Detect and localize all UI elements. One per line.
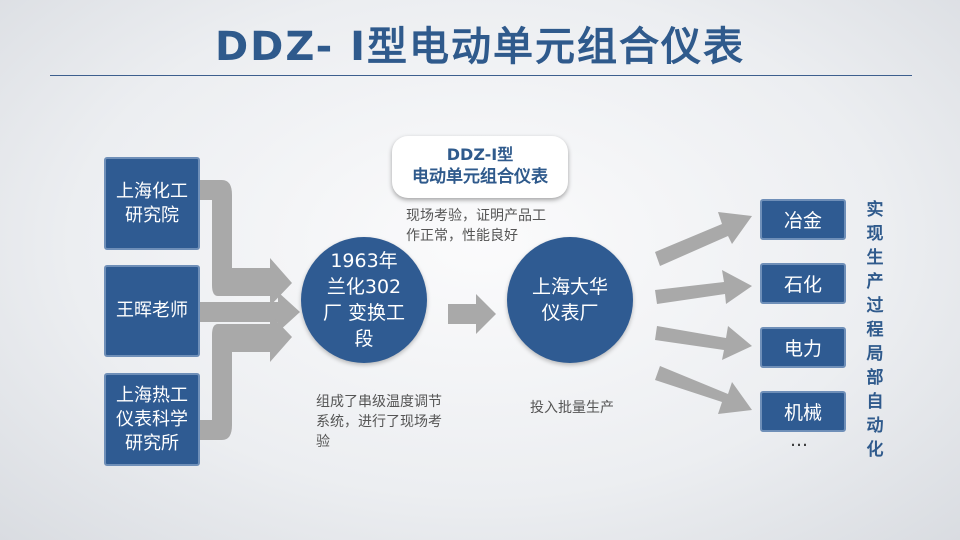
dahua-factory-circle: 上海大华 仪表厂 [507,237,633,363]
page-title: DDZ- Ⅰ型电动单元组合仪表 [214,24,746,70]
circle1-note: 组成了串级温度调节系统，进行了现场考验 [316,394,442,450]
callout-box: DDZ-Ⅰ型 电动单元组合仪表 [392,136,568,198]
arrow-icon [655,366,752,414]
industry-box: 机械 [760,391,846,432]
source-box: 王晖老师 [104,265,200,357]
arrow-icon [200,314,292,440]
callout-line1: DDZ-Ⅰ型 [446,145,514,164]
callout-line2: 电动单元组合仪表 [412,167,548,187]
lanhua-plant-circle: 1963年 兰化302厂 变换工段 [301,237,427,363]
industry-box: 冶金 [760,199,846,240]
arrow-icon [200,180,292,306]
arrow-icon [655,270,752,304]
arrow-icon [655,212,752,266]
circle2-note: 投入批量生产 [530,400,614,416]
industry-box: 电力 [760,327,846,368]
arrow-icon [448,294,496,334]
source-box: 上海热工仪表科学研究所 [104,373,200,466]
callout-note: 现场考验，证明产品工作正常，性能良好 [406,208,546,244]
industry-box: 石化 [760,263,846,304]
result-text: 实现生产过程局部自动化 [866,200,884,460]
arrow-icon [655,326,752,360]
title-divider [50,75,912,76]
source-box: 上海化工研究院 [104,157,200,250]
ellipsis: … [790,430,808,451]
